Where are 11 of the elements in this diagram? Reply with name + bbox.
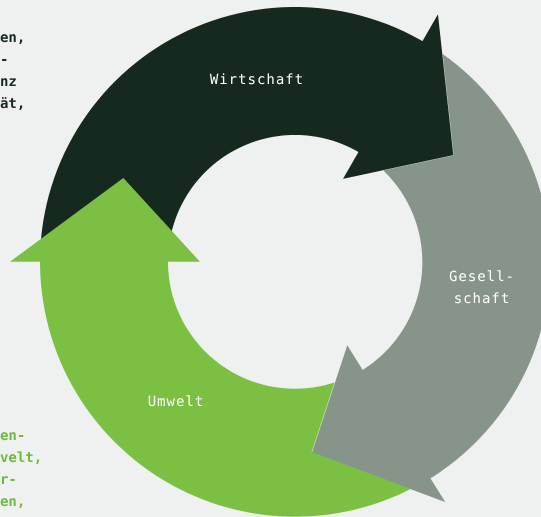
text-fragment: velt, bbox=[0, 450, 42, 466]
segment-label: Gesell- schaft bbox=[448, 268, 516, 309]
segment-label: Umwelt bbox=[146, 392, 206, 412]
text-fragment: en, bbox=[0, 494, 26, 510]
text-fragment: nz bbox=[0, 74, 17, 90]
text-fragment: ät, bbox=[0, 96, 26, 112]
text-fragment: en, bbox=[0, 30, 26, 46]
text-fragment: en- bbox=[0, 428, 26, 444]
text-fragment: - bbox=[0, 52, 8, 68]
text-fragment: r- bbox=[0, 472, 17, 488]
segment-label: Wirtschaft bbox=[208, 70, 306, 90]
